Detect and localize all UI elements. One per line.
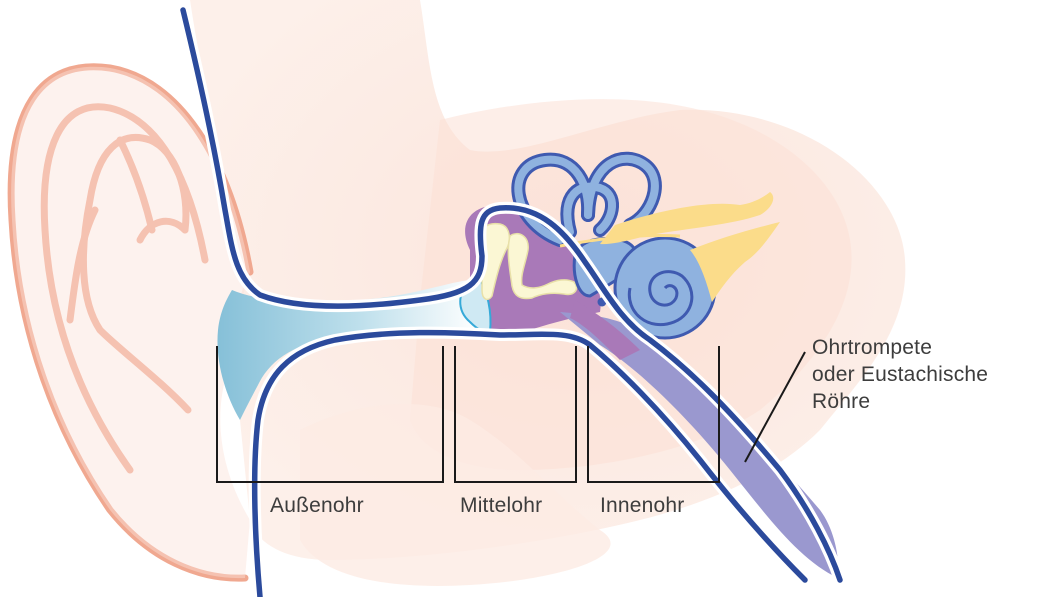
label-eustachian-tube-line-1: Ohrtrompete bbox=[812, 334, 988, 361]
label-eustachian-tube-line-2: oder Eustachische bbox=[812, 361, 988, 388]
label-inner-ear: Innenohr bbox=[600, 492, 685, 519]
label-eustachian-tube: Ohrtrompete oder Eustachische Röhre bbox=[812, 334, 988, 415]
label-outer-ear: Außenohr bbox=[270, 492, 364, 519]
label-middle-ear: Mittelohr bbox=[460, 492, 542, 519]
label-eustachian-tube-line-3: Röhre bbox=[812, 388, 988, 415]
